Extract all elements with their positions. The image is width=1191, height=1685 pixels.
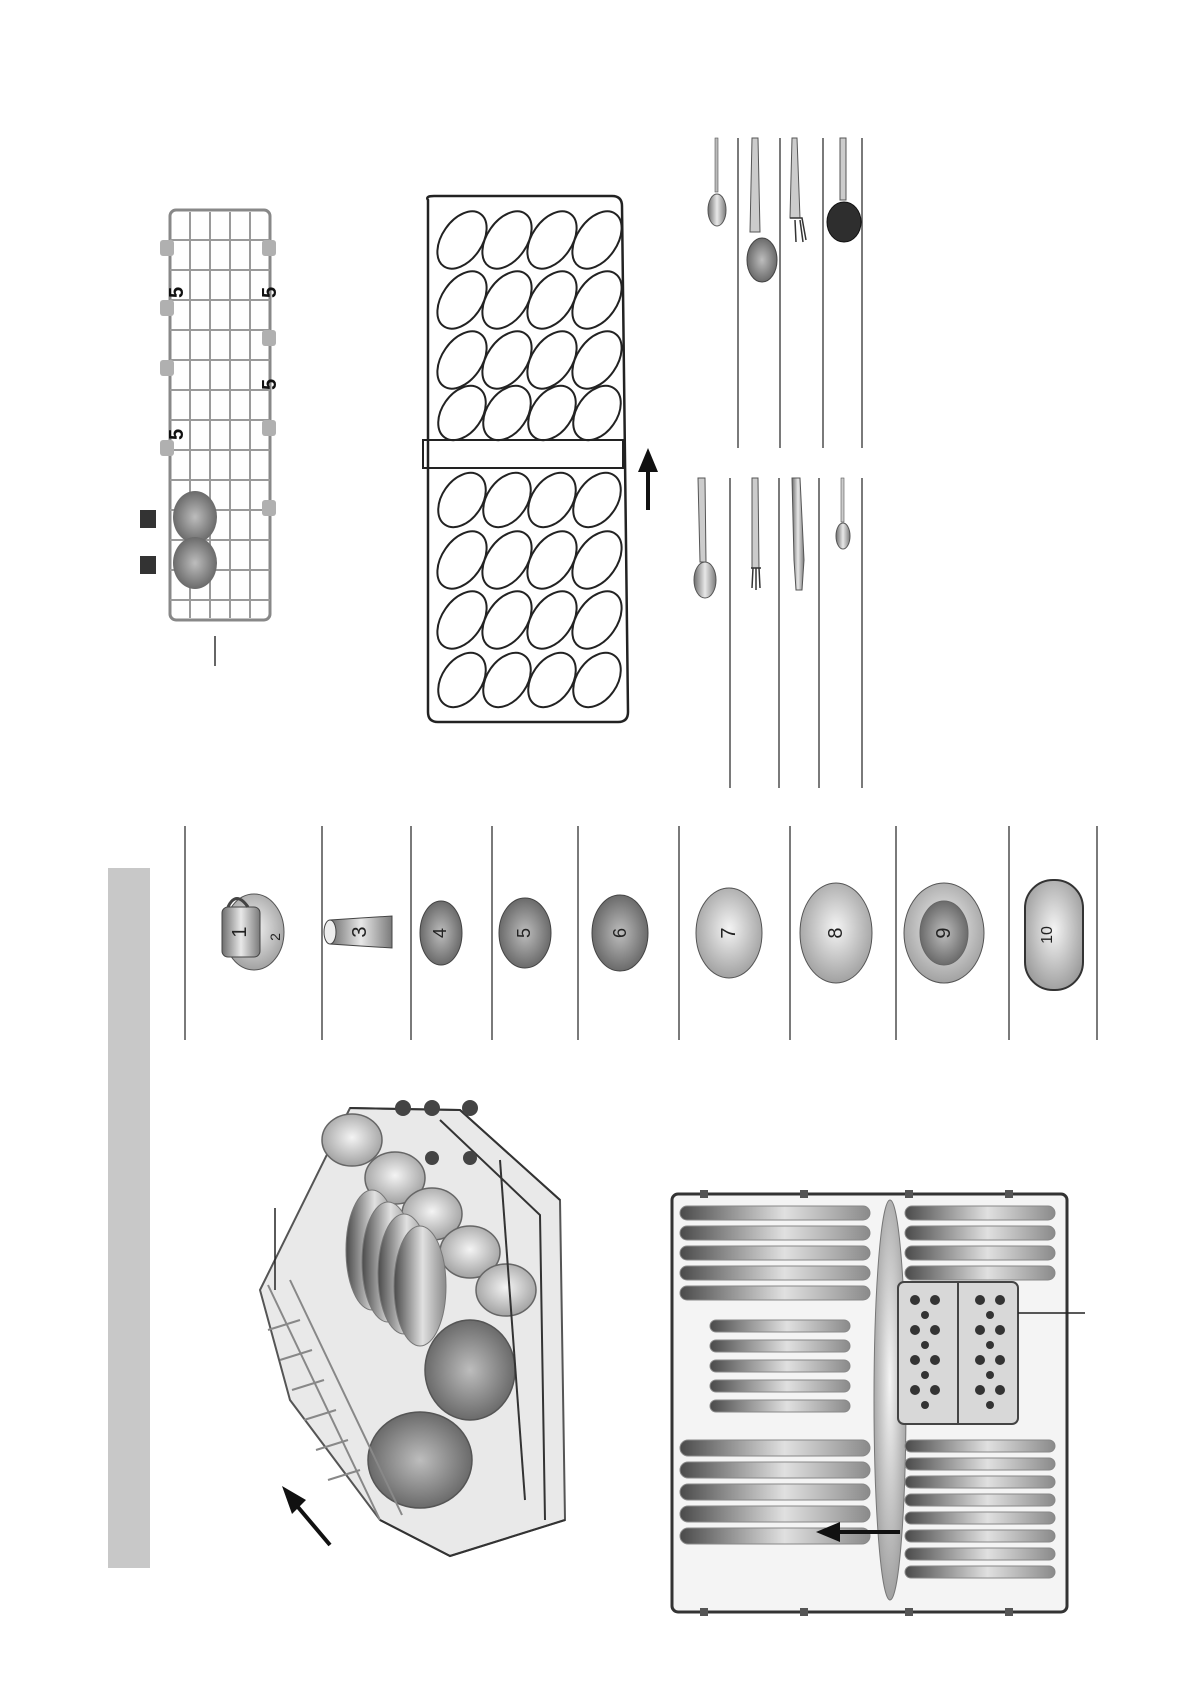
dish-number: 8 [825,927,847,938]
direction-arrow-icon [282,1486,330,1545]
ladle-icon [827,138,861,242]
dish-number: 10 [1039,926,1056,944]
fork-icon [751,478,761,590]
cup-icon [173,491,217,543]
dish-number: 4 [430,928,450,938]
dish-number: 1 [229,926,251,937]
loaded-lower-basket-illustration [672,1190,1085,1616]
dish-number: 6 [610,928,630,938]
dish-number: 3 [349,926,371,937]
cutlery-basket-icon [898,1282,1018,1424]
small-spoon-icon [836,478,850,549]
fork-icon [790,138,806,242]
dish-number: 9 [933,927,955,938]
tablespoon-icon [747,138,777,282]
rack-label: 5 [166,287,188,298]
dish-number: 7 [718,927,740,938]
knife-icon [792,478,804,590]
loaded-upper-basket-illustration [260,1100,565,1556]
teaspoon-icon [708,138,726,226]
rack-label: 5 [259,379,281,390]
direction-arrow-icon [638,448,658,510]
upper-rack-illustration: 5 5 5 5 [140,210,281,666]
rack-label: 5 [166,429,188,440]
spoon-icon [694,478,716,598]
cutlery-tray-illustration [423,196,658,722]
dish-sub-number: 2 [267,933,283,941]
dish-number: 5 [514,928,534,938]
cup-icon [173,537,217,589]
rack-label: 5 [259,287,281,298]
